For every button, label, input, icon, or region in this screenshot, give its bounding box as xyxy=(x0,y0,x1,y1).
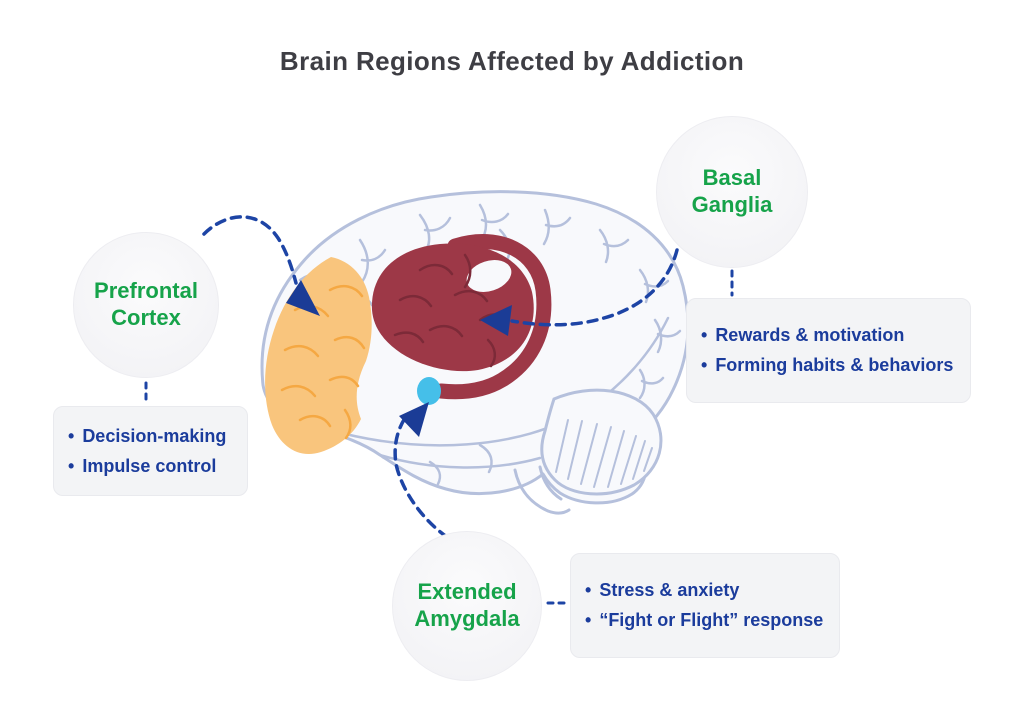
list-item-text: Stress & anxiety xyxy=(599,580,740,600)
basal-ganglia-region xyxy=(371,234,552,400)
basal-ganglia-label: Basal Ganglia xyxy=(691,165,773,217)
connector-prefrontal-to-brain xyxy=(202,215,298,285)
list-item: • Rewards & motivation xyxy=(701,325,956,346)
list-item-text: “Fight or Flight” response xyxy=(599,610,824,630)
cerebellum-outline xyxy=(540,388,663,496)
list-item-text: Rewards & motivation xyxy=(715,325,905,345)
list-item: • Decision-making xyxy=(68,426,233,447)
basal-ganglia-loop xyxy=(433,234,552,400)
list-item: • Impulse control xyxy=(68,456,233,477)
page-title: Brain Regions Affected by Addiction xyxy=(279,46,745,76)
list-item-text: Forming habits & behaviors xyxy=(715,355,954,375)
prefrontal-region-lines xyxy=(280,284,366,440)
arrowheads xyxy=(286,280,512,437)
list-item: • Stress & anxiety xyxy=(585,580,825,601)
connector-basal-to-brain xyxy=(510,248,679,327)
list-item: • Forming habits & behaviors xyxy=(701,355,956,376)
connector-amygdala-to-brain xyxy=(393,413,449,539)
prefrontal-cortex-region xyxy=(265,257,372,454)
basal-ganglia-infobox: • Rewards & motivation • Forming habits … xyxy=(686,298,971,403)
label-connectors xyxy=(144,269,734,605)
extended-amygdala-dot xyxy=(417,377,441,405)
prefrontal-cortex-label-circle: Prefrontal Cortex xyxy=(73,232,219,378)
bullet-icon: • xyxy=(701,325,708,345)
list-item-text: Impulse control xyxy=(82,455,217,476)
extended-amygdala-label: Extended Amygdala xyxy=(414,579,520,631)
arrowhead-prefrontal-icon xyxy=(286,280,320,316)
loop-hole xyxy=(466,260,512,292)
connectors xyxy=(202,215,679,539)
bullet-icon: • xyxy=(585,610,592,630)
extended-amygdala-label-circle: Extended Amygdala xyxy=(392,531,542,681)
list-item: • “Fight or Flight” response xyxy=(585,610,825,631)
brainstem xyxy=(513,465,571,515)
bullet-icon: • xyxy=(585,580,592,600)
arrowhead-amygdala-icon xyxy=(399,402,429,437)
prefrontal-cortex-label: Prefrontal Cortex xyxy=(94,278,198,330)
extended-amygdala-infobox: • Stress & anxiety • “Fight or Flight” r… xyxy=(570,553,840,658)
list-item-text: Decision-making xyxy=(82,425,227,446)
bullet-icon: • xyxy=(68,455,75,476)
prefrontal-cortex-infobox: • Decision-making • Impulse control xyxy=(53,406,248,496)
arrowhead-basal-icon xyxy=(480,305,512,336)
bullet-icon: • xyxy=(68,425,75,446)
basal-ganglia-label-circle: Basal Ganglia xyxy=(656,116,808,268)
cerebellum-hatching xyxy=(555,419,653,488)
bullet-icon: • xyxy=(701,355,708,375)
